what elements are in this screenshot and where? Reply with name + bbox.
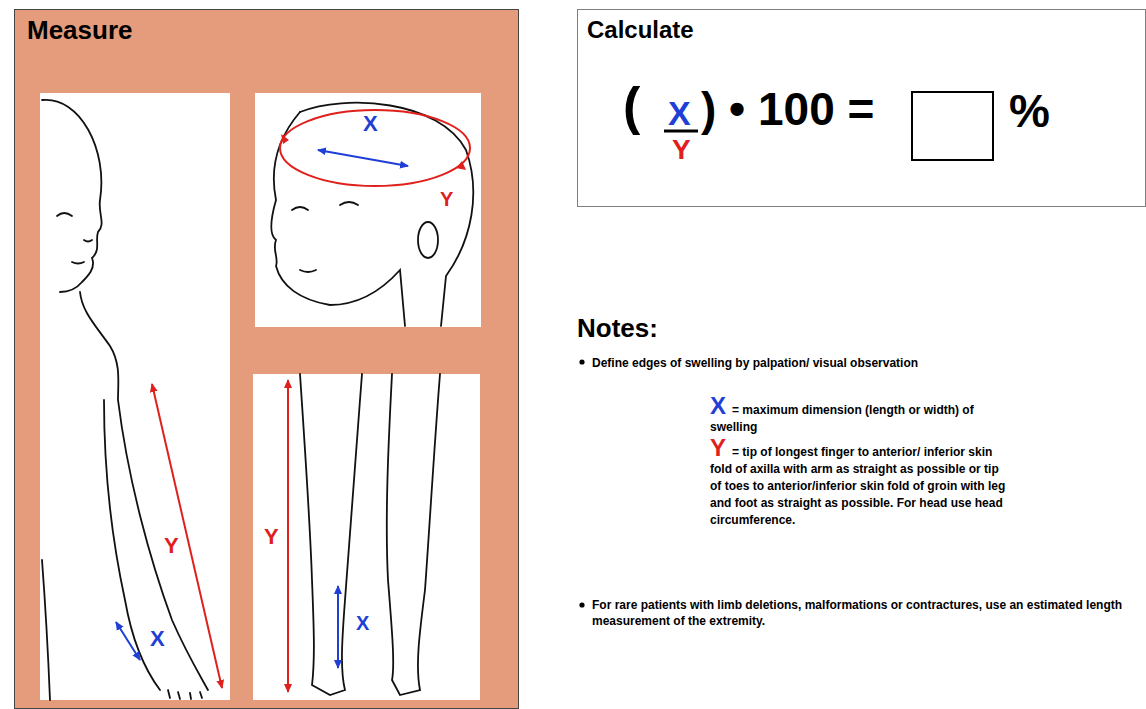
length-letter: Y [164, 533, 179, 558]
length-arrow [287, 380, 289, 692]
swelling-letter: X [150, 626, 165, 651]
child-arm-drawing [42, 100, 208, 700]
measure-panel: MeasureYXXYYX [14, 9, 519, 709]
bullet-dot [579, 602, 584, 607]
formula-numerator: X [668, 94, 691, 133]
note-item: Y= tip of longest finger to anterior/ in… [710, 440, 1010, 528]
circumference-ring [280, 110, 470, 186]
swelling-arrow [337, 586, 339, 668]
note-text: Define edges of swelling by palpation/ v… [592, 355, 1132, 371]
note-letter: Y [710, 434, 726, 461]
note-letter: X [710, 392, 726, 419]
formula-percent: % [1009, 85, 1050, 138]
note-item: X= maximum dimension (length or width) o… [710, 398, 1010, 435]
bullet-dot [579, 359, 584, 364]
answer-box [912, 92, 993, 160]
head-picture: XY [255, 93, 481, 327]
length-letter: Y [440, 188, 453, 211]
swelling-letter: X [363, 111, 378, 136]
picture-ground [255, 93, 481, 327]
swelling-arrow [318, 150, 408, 166]
note-text: = maximum dimension (length or width) of… [710, 403, 974, 434]
length-letter: Y [264, 524, 279, 549]
swelling-arrow [116, 622, 140, 660]
legs-picture: YX [253, 374, 480, 700]
formula-operator: ) • 100 = [701, 83, 874, 136]
note-text: = tip of longest finger to anterior/ inf… [710, 445, 1005, 527]
circumference-heads [281, 134, 466, 170]
arm-picture: YX [40, 93, 230, 700]
child-head-drawing [271, 103, 473, 326]
note-text: For rare patients with limb deletions, m… [592, 597, 1132, 629]
swelling-letter: X [356, 612, 369, 635]
notes-heading: Notes: [577, 314, 658, 344]
formula-denominator: Y [672, 134, 691, 166]
calculate-panel: Calculate ( XY ) • 100 =% [577, 9, 1146, 207]
child-legs-drawing [300, 374, 440, 695]
panel-ground [14, 9, 519, 709]
picture-ground [253, 374, 480, 700]
panel-heading: Measure [27, 16, 133, 46]
formula-bracket: ( [623, 77, 640, 137]
picture-ground [40, 93, 230, 700]
panel-heading: Calculate [587, 16, 694, 44]
